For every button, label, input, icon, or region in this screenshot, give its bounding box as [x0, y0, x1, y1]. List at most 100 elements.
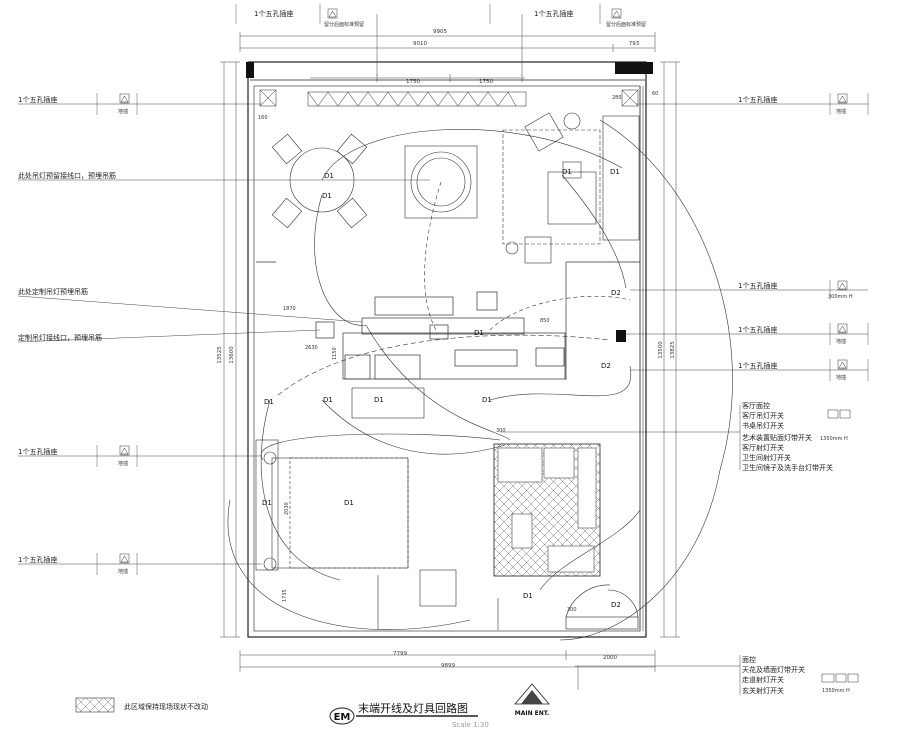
right-callout-3-tag: 地插 [836, 338, 846, 345]
bedroom [255, 387, 499, 630]
column-top-right [615, 62, 653, 74]
column-mid-right [616, 330, 626, 342]
right-callout-4-tag: 地插 [836, 374, 846, 381]
corner-outlets [259, 89, 639, 107]
round-feature [404, 145, 478, 219]
left-callout-5: 1个五孔插座 [18, 447, 57, 456]
top-callout-left: 1个五孔插座 [254, 9, 293, 18]
drawing-code: EM [334, 712, 351, 723]
fixture-d1: D1 [262, 499, 272, 507]
legend-text: 此区域保持现场现状不改动 [124, 702, 208, 711]
dim-track-left: 1750 [406, 79, 420, 85]
switch-panel-1-line: 卫生间射灯开关 [742, 453, 791, 462]
lounge-furniture [502, 112, 640, 264]
switch-panel-2: 面控 天花及墙面灯带开关 走道射灯开关 玄关射灯开关 1350mm H [742, 655, 859, 695]
socket-icon [119, 8, 848, 564]
left-callout-1-tag: 地插 [118, 108, 128, 115]
leader-lines [17, 14, 868, 695]
switch-panel-1-line: 卫生间镜子及洗手台灯带开关 [742, 463, 833, 472]
dim-door: 300 [496, 428, 506, 434]
left-callout-4: 定制吊灯接线口，预埋吊筋 [18, 333, 102, 342]
switch-panel-1-title: 客厅面控 [742, 401, 770, 410]
right-callout-1: 1个五孔插座 [738, 95, 777, 104]
bathroom [493, 443, 601, 577]
switch-icon [821, 673, 859, 683]
fixture-d2: D2 [611, 289, 621, 297]
dim-bottom-total: 9899 [441, 663, 455, 669]
switch-panel-2-line: 天花及墙面灯带开关 [742, 665, 805, 674]
right-callout-1-tag: 地插 [836, 108, 846, 115]
dim-counter2: 2630 [305, 345, 318, 351]
dim-edge: 60 [652, 91, 658, 97]
drawing-title: 末端开线及灯具回路图 [358, 701, 468, 715]
fixture-d2: D2 [601, 362, 611, 370]
fixture-d1: D1 [610, 168, 620, 176]
entrance-label: MAIN ENT. [515, 710, 550, 717]
drawing-scale: Scale 1:30 [452, 721, 489, 729]
switch-icon [827, 409, 851, 419]
fixture-d1: D1 [323, 396, 333, 404]
dim-right-inner: 13500 [658, 341, 664, 359]
dim-bottom-right: 2000 [603, 655, 617, 661]
dim-wall2: 1735 [282, 589, 288, 602]
fixture-d1: D1 [562, 168, 572, 176]
dim-desk: 850 [540, 318, 550, 324]
top-callout-left-note: 留分后面标准预留 [324, 21, 364, 28]
dim-counter: 1870 [283, 306, 296, 312]
dim-left-outer: 13525 [217, 346, 223, 364]
walls [247, 61, 647, 638]
right-callout-2-height: 300mm H [828, 294, 853, 300]
right-callout-3: 1个五孔插座 [738, 325, 777, 334]
legend-hatch-swatch [75, 697, 115, 713]
switch-panel-2-height: 1350mm H [822, 688, 850, 694]
fixture-d1: D1 [474, 329, 484, 337]
fixture-d1: D1 [344, 499, 354, 507]
left-callout-2: 此处吊灯预留接线口，预埋吊筋 [18, 171, 116, 180]
fixture-d1: D1 [482, 396, 492, 404]
dim-top-right: 793 [629, 41, 640, 47]
switch-panel-1-height: 1350mm H [820, 436, 848, 442]
center-partitions [256, 261, 640, 380]
switch-panel-1-line: 客厅射灯开关 [742, 443, 784, 452]
title-block: EM 末端开线及灯具回路图 Scale 1:30 [329, 701, 489, 729]
dim-corner2: 280 [612, 95, 622, 101]
dim-corner: 160 [258, 115, 268, 121]
dim-top-left: 9010 [413, 41, 427, 47]
fixture-d1: D1 [523, 592, 533, 600]
dim-door2: 300 [567, 607, 577, 613]
left-callout-6-tag: 地插 [118, 568, 128, 575]
switch-panel-2-line: 玄关射灯开关 [742, 686, 784, 695]
right-callout-2: 1个五孔插座 [738, 281, 777, 290]
dim-wall: 1150 [332, 347, 338, 360]
dim-top-total: 9905 [433, 29, 447, 35]
fixture-d1: D1 [264, 398, 274, 406]
switch-panel-1-line: 艺术装置贴面灯带开关 [742, 433, 812, 442]
left-callout-6: 1个五孔插座 [18, 555, 57, 564]
fixture-d2: D2 [611, 601, 621, 609]
dim-right-outer: 13825 [670, 341, 676, 359]
fixture-d1: D1 [324, 172, 334, 180]
dim-bottom-left: 7799 [393, 651, 407, 657]
left-callout-boxes [96, 4, 869, 575]
left-callout-5-tag: 地插 [118, 460, 128, 467]
entrance [565, 584, 639, 630]
switch-panel-2-title: 面控 [742, 655, 756, 664]
switch-panel-1-line: 书桌吊灯开关 [742, 421, 784, 430]
switch-panel-1: 客厅面控 客厅吊灯开关 书桌吊灯开关 艺术装置贴面灯带开关 客厅射灯开关 卫生间… [742, 401, 851, 472]
fixture-d1: D1 [322, 192, 332, 200]
dim-bed: 2030 [284, 502, 290, 515]
entrance-arrow-icon [514, 683, 550, 705]
dim-track-right: 1750 [479, 79, 493, 85]
top-callout-right-note: 留分后面标准预留 [606, 21, 646, 28]
dining-table [271, 133, 368, 229]
fixture-labels: D1 D1 D1 D1 D1 D1 D1 D1 D1 D1 D1 D1 D2 D… [262, 168, 621, 609]
left-callout-1: 1个五孔插座 [18, 95, 57, 104]
fixture-d1: D1 [374, 396, 384, 404]
ceiling-track [307, 91, 527, 107]
dimension-lines [220, 32, 680, 672]
left-callout-3: 此处定制吊灯预埋吊筋 [18, 287, 88, 296]
dim-left-inner: 13600 [229, 346, 235, 364]
right-callout-4: 1个五孔插座 [738, 361, 777, 370]
switch-panel-1-line: 客厅吊灯开关 [742, 411, 784, 420]
